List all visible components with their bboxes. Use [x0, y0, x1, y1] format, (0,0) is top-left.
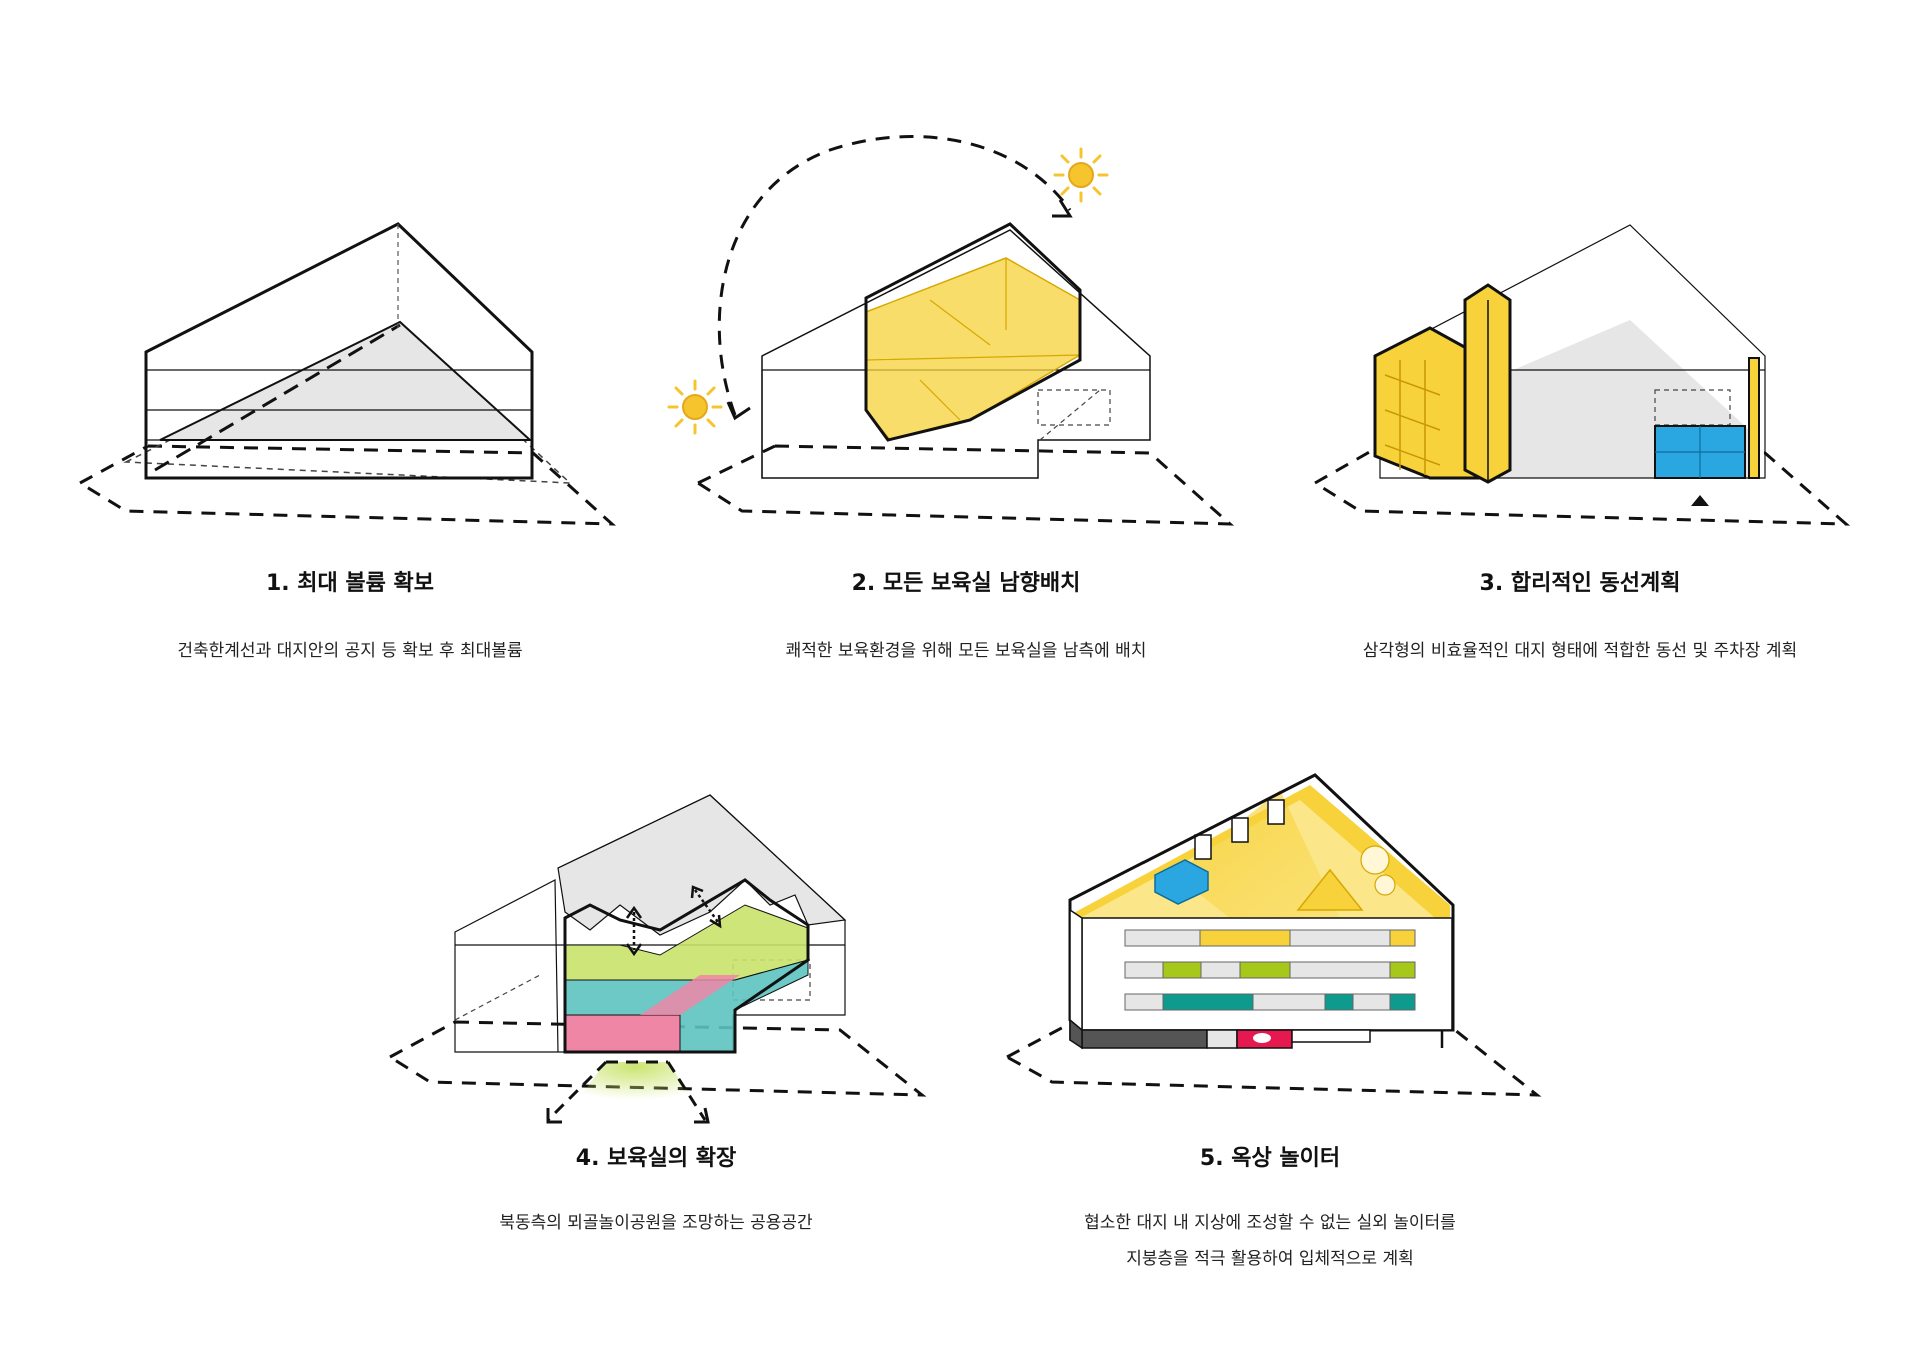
ground-red-mark — [1253, 1033, 1271, 1043]
panel-4-title: 4. 보육실의 확장 — [575, 1146, 737, 1171]
view-glow — [570, 1062, 700, 1110]
double-arrow-icon — [690, 885, 722, 929]
pillar-yellow — [1748, 357, 1760, 479]
building-outline — [144, 222, 534, 480]
ground-dark — [1081, 1029, 1208, 1049]
roof-skylight — [1231, 817, 1249, 843]
parking-divide — [1655, 426, 1745, 478]
base-building — [761, 229, 1151, 479]
desc-line: 쾌적한 보육환경을 위해 모든 보육실을 남측에 배치 — [785, 641, 1147, 661]
desc-line: 삼각형의 비효율적인 대지 형태에 적합한 동선 및 주차장 계획 — [1362, 641, 1798, 661]
stair-details — [1384, 360, 1441, 475]
panel-1-desc: 건축한계선과 대지안의 공지 등 확보 후 최대볼륨 — [40, 633, 660, 669]
site-boundary — [1006, 1020, 1542, 1097]
program-bar-yellow — [1389, 929, 1416, 947]
setback-thick — [154, 323, 401, 472]
panel-3-diagram — [1314, 224, 1851, 526]
program-bar-teal — [1162, 993, 1254, 1011]
program-bar-green — [1389, 961, 1416, 979]
roof-skylight — [1194, 834, 1212, 860]
program-bar-green — [1239, 961, 1291, 979]
panel-1-diagram — [79, 222, 617, 526]
triangle-marker-icon — [1691, 495, 1709, 506]
view-arrow-heads — [546, 1107, 710, 1124]
nursery-outline — [563, 878, 810, 1054]
roof-gray — [557, 794, 847, 936]
arc-arrow-head-start — [726, 401, 751, 421]
desc-line: 북동측의 뫼골놀이공원을 조망하는 공용공간 — [499, 1213, 813, 1233]
desc-line: 지붕층을 적극 활용하여 입체적으로 계획 — [1126, 1249, 1414, 1269]
site-boundary — [79, 444, 617, 526]
panel-2-title: 2. 모든 보육실 남향배치 — [851, 571, 1081, 596]
program-bar-teal — [1324, 993, 1354, 1011]
site-boundary — [1314, 444, 1851, 526]
desc-line: 협소한 대지 내 지상에 조성할 수 없는 실외 놀이터를 — [1084, 1213, 1456, 1233]
sun-arc — [717, 135, 1072, 416]
floor-lines — [146, 369, 532, 441]
hidden-diag — [454, 974, 541, 1021]
ground-gray — [1206, 1029, 1238, 1049]
panel-4-desc: 북동측의 뫼골놀이공원을 조망하는 공용공간 — [346, 1205, 966, 1241]
floor-plate-gray — [159, 320, 533, 441]
slab-pink — [564, 1014, 681, 1053]
light-beam — [1175, 790, 1340, 918]
program-bar-yellow — [1199, 929, 1291, 947]
sun-icon — [667, 379, 723, 435]
panel-2-desc: 쾌적한 보육환경을 위해 모든 보육실을 남측에 배치 — [656, 633, 1276, 669]
panel-5-title: 5. 옥상 놀이터 — [1199, 1146, 1341, 1171]
arc-arrow-head-end — [1052, 199, 1073, 218]
play-structure — [1296, 868, 1364, 911]
sun-icon — [1053, 147, 1109, 203]
view-arrows — [546, 1060, 707, 1122]
nursery-volume-outline — [864, 222, 1082, 442]
room-divisions — [865, 258, 1081, 421]
site-boundary — [697, 444, 1235, 526]
panel-1-title: 1. 최대 볼륨 확보 — [265, 571, 435, 596]
double-arrow-icon — [625, 905, 643, 957]
site-boundary — [389, 1020, 927, 1097]
panel-3-desc: 삼각형의 비효율적인 대지 형태에 적합한 동선 및 주차장 계획 — [1270, 633, 1890, 669]
room-volume-yellow — [865, 257, 1081, 441]
panel-4-diagram — [389, 794, 927, 1124]
pink-ramp — [640, 975, 740, 1015]
parking-hidden — [1037, 389, 1111, 441]
blue-box — [1154, 859, 1209, 905]
program-bar-teal — [1389, 993, 1416, 1011]
ground-side-dark — [1069, 1018, 1083, 1050]
tree-icon — [1374, 874, 1396, 896]
panel-5-desc: 협소한 대지 내 지상에 조성할 수 없는 실외 놀이터를 지붕층을 적극 활용… — [960, 1205, 1580, 1277]
ground-white — [1291, 1029, 1371, 1043]
tree-icon — [1360, 845, 1390, 875]
panel-2-diagram — [667, 135, 1235, 526]
panel-5-diagram — [1006, 773, 1542, 1097]
program-bar-green — [1162, 961, 1202, 979]
panel-3-title: 3. 합리적인 동선계획 — [1479, 571, 1681, 596]
roof-skylight — [1267, 799, 1285, 825]
desc-line: 건축한계선과 대지안의 공지 등 확보 후 최대볼륨 — [177, 641, 523, 661]
